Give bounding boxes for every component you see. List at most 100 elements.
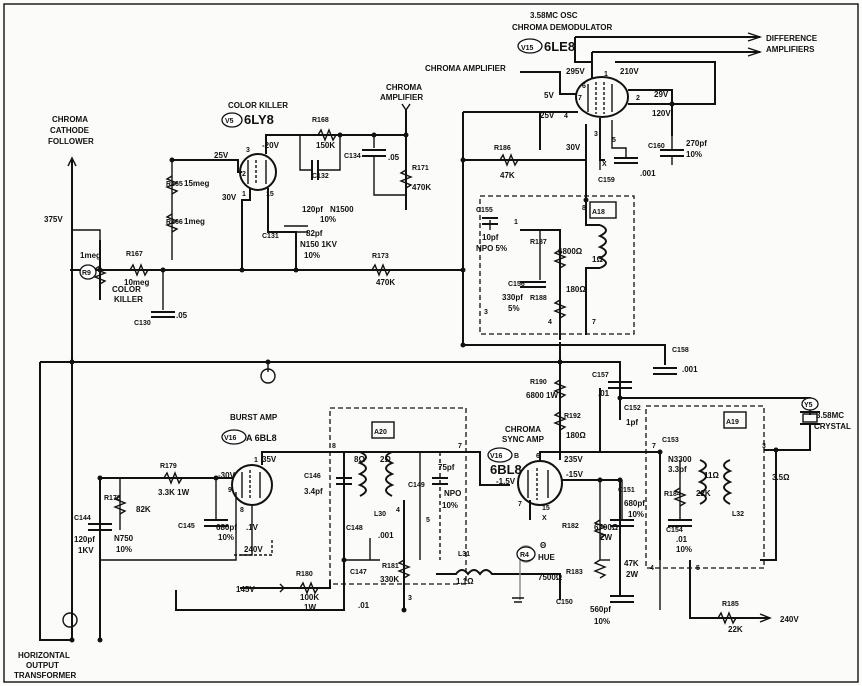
ref-r166-val: 1meg bbox=[184, 217, 205, 226]
ref-c151-v1: 680pf bbox=[624, 499, 645, 508]
ref-r168: R168 bbox=[312, 117, 329, 124]
ref-a20-l: 8Ω bbox=[354, 455, 365, 464]
label-chroma-amp-2: AMPLIFIER bbox=[380, 93, 423, 102]
v15-tube bbox=[575, 76, 629, 118]
volt-29: 29V bbox=[654, 90, 669, 99]
ref-c150-v2: 10% bbox=[594, 617, 610, 626]
pin-4c: 4 bbox=[548, 319, 552, 326]
ref-c145: C145 bbox=[178, 523, 195, 530]
ref-c153-v2: 3.3pf bbox=[668, 465, 687, 474]
volt-295: 295V bbox=[566, 67, 585, 76]
ref-c147: C147 bbox=[350, 569, 367, 576]
ref-c155: C155 bbox=[476, 207, 493, 214]
label-v16a: V16 bbox=[224, 435, 237, 442]
pin-7f: 7 bbox=[458, 443, 462, 450]
ref-c154: C154 bbox=[666, 527, 683, 534]
wire-mid-bus bbox=[40, 361, 621, 388]
a19-box bbox=[645, 405, 765, 569]
label-l30: L30 bbox=[374, 511, 386, 518]
r171-symbol bbox=[399, 169, 413, 189]
ref-a18-coil: 1Ω bbox=[592, 255, 603, 264]
label-hue-2: 7500Ω bbox=[538, 573, 563, 582]
volt-m15: -15V bbox=[566, 470, 584, 479]
pin-4g: 4 bbox=[650, 565, 654, 572]
v16a-tube bbox=[231, 464, 273, 506]
label-sync-1: CHROMA bbox=[505, 425, 541, 434]
pin-8e: 8 bbox=[240, 507, 244, 514]
ref-c155-v1: 10pf bbox=[482, 233, 499, 242]
ref-r180-v1: 100K bbox=[300, 593, 319, 602]
ref-r188: R188 bbox=[530, 295, 547, 302]
label-a20: A20 bbox=[374, 429, 387, 436]
a20-box bbox=[329, 407, 467, 585]
label-color-killer-title: COLOR KILLER bbox=[228, 101, 288, 110]
ref-c159-val: .001 bbox=[640, 169, 656, 178]
pin-2b: 2 bbox=[242, 171, 246, 178]
pin-7g: 7 bbox=[652, 443, 656, 450]
ref-c149-v1: 75pf bbox=[438, 463, 455, 472]
ref-c153: C153 bbox=[662, 437, 679, 444]
pin-4f: 4 bbox=[396, 507, 400, 514]
volt-25a: 25V bbox=[540, 111, 555, 120]
label-l31-val: 1.1Ω bbox=[456, 577, 474, 586]
pin-8f: 8 bbox=[332, 443, 336, 450]
ref-c150: C150 bbox=[556, 599, 573, 606]
ref-c147-val: .01 bbox=[358, 601, 370, 610]
ref-c158: C158 bbox=[672, 347, 689, 354]
ref-c131-v2: N150 1KV bbox=[300, 240, 338, 249]
pin-7a: 7 bbox=[578, 95, 582, 102]
label-cathode-1: CHROMA bbox=[52, 115, 88, 124]
pin-15d: 15 bbox=[542, 505, 550, 512]
ref-c144-v2: 1KV bbox=[78, 546, 94, 555]
pin-xa: X bbox=[602, 161, 607, 168]
ref-c151: C151 bbox=[618, 487, 635, 494]
volt-30b: 30V bbox=[222, 193, 237, 202]
volt-m20: -20V bbox=[262, 141, 280, 150]
pin-5g: 5 bbox=[696, 565, 700, 572]
label-killer-2: KILLER bbox=[114, 295, 143, 304]
ref-c153-v1: N3300 bbox=[668, 455, 692, 464]
ref-r180: R180 bbox=[296, 571, 313, 578]
label-6ly8: 6LY8 bbox=[244, 112, 274, 127]
pin-3a: 3 bbox=[594, 131, 598, 138]
ref-r167: R167 bbox=[126, 251, 143, 258]
label-theta: Θ bbox=[540, 541, 546, 550]
labels-group: 3.58MC OSC CHROMA DEMODULATOR V15 6LE8 D… bbox=[14, 11, 851, 680]
ref-c144-v4: 10% bbox=[116, 545, 132, 554]
label-killer-1: COLOR bbox=[112, 285, 141, 294]
volt-25b: 25V bbox=[214, 151, 229, 160]
label-v16b: V16 bbox=[490, 453, 503, 460]
pin-7c: 7 bbox=[592, 319, 596, 326]
label-chroma-demod: CHROMA DEMODULATOR bbox=[512, 23, 613, 32]
ref-c157: C157 bbox=[592, 372, 609, 379]
pin-8c: 8 bbox=[582, 205, 586, 212]
ref-r184-val: 22K bbox=[696, 489, 711, 498]
pin-6d: 6 bbox=[536, 453, 540, 460]
label-hot-2: OUTPUT bbox=[26, 661, 59, 670]
label-hue-1: HUE bbox=[538, 553, 556, 562]
ref-c156: C156 bbox=[508, 281, 525, 288]
label-v5: V5 bbox=[225, 118, 234, 125]
ref-c150-v1: 560pf bbox=[590, 605, 611, 614]
ref-c154-v1: .01 bbox=[676, 535, 688, 544]
ref-c132-v2: N1500 bbox=[330, 205, 354, 214]
volt-375: 375V bbox=[44, 215, 63, 224]
v16b-tube bbox=[517, 460, 563, 506]
label-hot-1: HORIZONTAL bbox=[18, 651, 70, 660]
ref-c131: C131 bbox=[262, 233, 279, 240]
volt-5: 5V bbox=[544, 91, 554, 100]
label-crystal-1: 3.58MC bbox=[816, 411, 844, 420]
voltage-labels: 295V 210V 5V 29V 25V 120V 30V -20V 25V 3… bbox=[44, 67, 799, 624]
pin-1c: 1 bbox=[514, 219, 518, 226]
ref-c156-v2: 5% bbox=[508, 304, 520, 313]
ref-circles bbox=[79, 38, 819, 562]
volt-210: 210V bbox=[620, 67, 639, 76]
ref-c159: C159 bbox=[598, 177, 615, 184]
ref-r187-val: 6800Ω bbox=[558, 247, 583, 256]
pin-6a: 6 bbox=[582, 83, 586, 90]
volt-35: 35V bbox=[262, 455, 277, 464]
ref-c130: C130 bbox=[134, 320, 151, 327]
label-amplifiers: AMPLIFIERS bbox=[766, 45, 815, 54]
ref-c148: C148 bbox=[346, 525, 363, 532]
